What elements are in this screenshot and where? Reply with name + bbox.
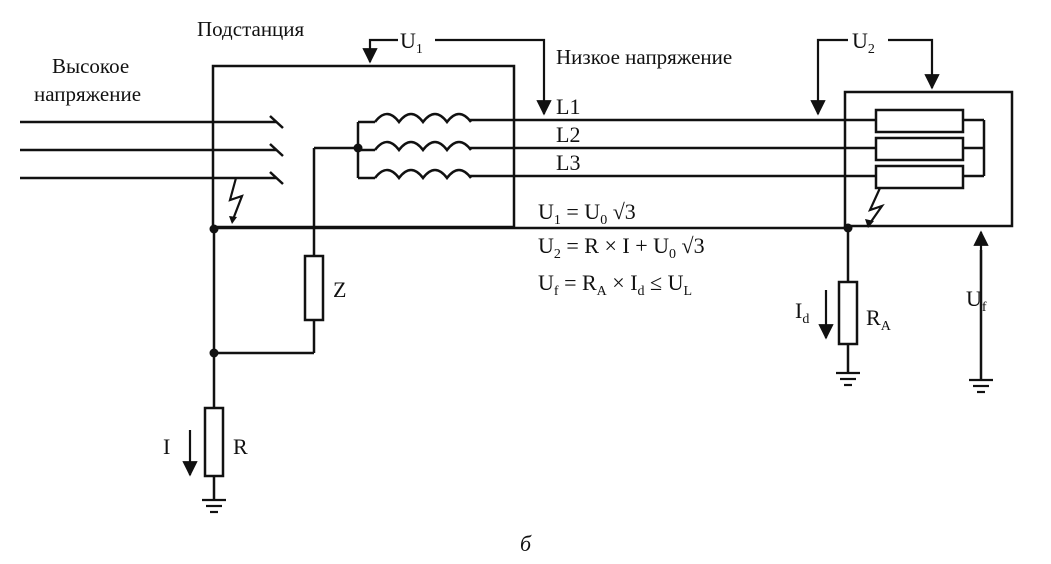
label-l3: L3 (556, 150, 580, 175)
transformer-windings (312, 112, 472, 256)
formula-u2: U2 = R × I + U0 √3 (538, 233, 705, 262)
label-substation: Подстанция (197, 17, 305, 41)
u2-arrow-right (888, 38, 940, 90)
label-u2: U2 (852, 28, 875, 57)
u2-arrow-left (810, 38, 848, 116)
formula-uf: Uf = RA × Id ≤ UL (538, 270, 692, 299)
u1-arrow-right (435, 38, 552, 116)
fault-icons (228, 177, 885, 227)
label-l2: L2 (556, 122, 580, 147)
label-low-voltage: Низкое напряжение (556, 45, 732, 69)
consumer-box (843, 90, 1014, 228)
label-uf: Uf (966, 286, 987, 315)
label-l1: L1 (556, 94, 580, 119)
impedance-z (303, 254, 325, 322)
label-u1: U1 (400, 28, 423, 57)
u1-arrow-left (362, 38, 398, 64)
label-i: I (163, 434, 170, 459)
load-l3 (874, 164, 965, 190)
load-l1 (874, 108, 965, 134)
load-l2 (874, 136, 965, 162)
label-ra: RA (866, 305, 892, 334)
label-r: R (233, 434, 248, 459)
label-high-voltage-2: напряжение (34, 82, 141, 106)
ground-icons (202, 371, 993, 514)
formula-u1: U1 = U0 √3 (538, 199, 636, 228)
lv-lines (470, 118, 876, 178)
resistor-ra (837, 280, 859, 346)
label-high-voltage-1: Высокое (52, 54, 129, 78)
hv-lines (20, 115, 284, 185)
label-id: Id (795, 298, 809, 327)
label-z: Z (333, 277, 346, 302)
junction-dots (209, 143, 853, 358)
resistor-r (203, 406, 225, 478)
figure-label: б (520, 531, 532, 556)
